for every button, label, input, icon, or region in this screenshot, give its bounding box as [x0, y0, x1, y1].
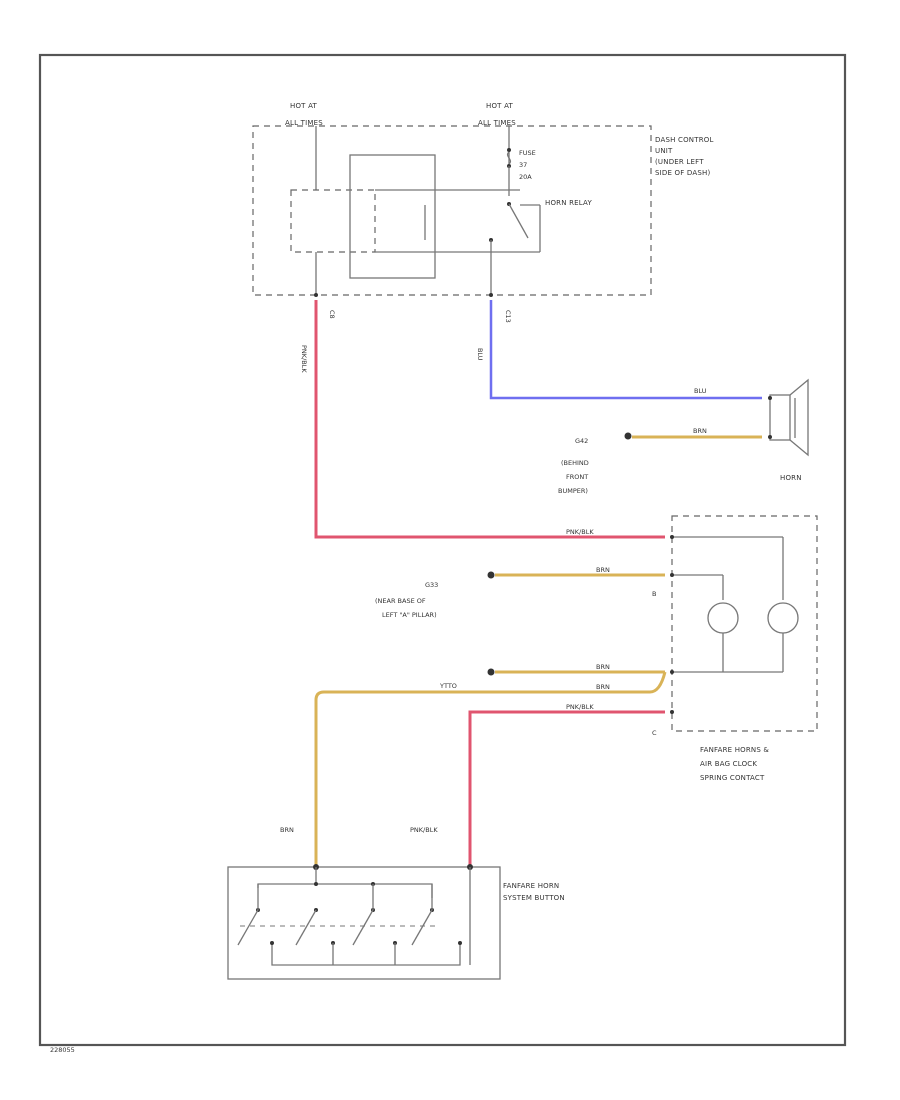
wire-brn-switch — [314, 671, 667, 866]
wire-label-pnk-blk-h2: PNK/BLK — [566, 703, 594, 711]
ground-g33-dot — [487, 571, 495, 579]
horn-relay-switch — [489, 202, 541, 252]
wire-label-brn-switch-h: BRN — [596, 683, 610, 691]
switch-contacts — [237, 882, 462, 965]
wire-label-brn-lower: BRN — [596, 663, 610, 671]
fanfare-horn-button: FANFARE HORN SYSTEM BUTTON — [227, 864, 565, 980]
dash-unit-label-line3: (UNDER LEFT — [655, 158, 704, 166]
fanfare-label-line2: AIR BAG CLOCK — [700, 760, 757, 768]
hot-label-2-line2: ALL TIMES — [478, 119, 516, 127]
wire-blu — [489, 300, 762, 400]
svg-text:(NEAR BASE OF: (NEAR BASE OF — [375, 597, 426, 605]
fuse-label-line3: 20A — [519, 173, 532, 181]
fanfare-label-line1: FANFARE HORNS & — [700, 746, 769, 754]
svg-text:FRONT: FRONT — [566, 473, 588, 481]
wire-label-brn-horn: BRN — [693, 427, 707, 435]
wire-label-pnk-blk-h1: PNK/BLK — [566, 528, 594, 536]
fanfare-horns-box: B C FANFARE HORNS & AIR BAG CLOCK SPRING… — [652, 515, 818, 782]
horn-label: HORN — [780, 474, 802, 482]
pin-c-label: C — [652, 729, 657, 737]
svg-text:G33: G33 — [425, 581, 438, 589]
diagram-frame — [38, 53, 847, 1047]
hot-label-1-line2: ALL TIMES — [285, 119, 323, 127]
dash-unit-label-line4: SIDE OF DASH) — [655, 169, 710, 177]
ground-g33-label: G33 (NEAR BASE OF LEFT "A" PILLAR) — [375, 581, 438, 619]
wire-label-brn-g33: BRN — [596, 566, 610, 574]
pin-c13-label: C13 — [504, 310, 512, 323]
fanfare-label-line3: SPRING CONTACT — [700, 774, 765, 782]
ground-lower-dot — [487, 668, 495, 676]
pin-c8-label: C8 — [328, 310, 336, 319]
dash-control-unit: HOT AT ALL TIMES HOT AT ALL TIMES FUSE 3… — [252, 102, 714, 323]
svg-text:G42: G42 — [575, 437, 588, 445]
svg-text:(BEHIND: (BEHIND — [561, 459, 589, 467]
horn-relay-label: HORN RELAY — [545, 199, 592, 207]
fuse-label-line1: FUSE — [519, 149, 536, 157]
dash-unit-label-line1: DASH CONTROL — [655, 136, 714, 144]
hot-label-2-line1: HOT AT — [486, 102, 514, 110]
svg-text:BUMPER): BUMPER) — [558, 487, 588, 495]
wire-label-pnk-blk-switch-v: PNK/BLK — [410, 826, 438, 834]
wire-label-blu-vertical: BLU — [476, 348, 484, 361]
ground-g42-label: G42 (BEHIND FRONT BUMPER) — [558, 437, 589, 495]
fuse-symbol — [506, 148, 512, 168]
horn-symbol: HORN — [768, 378, 809, 482]
wire-pnk-blk-switch — [468, 710, 665, 866]
wire-label-ytto: YTTO — [439, 682, 457, 690]
wire-label-brn-switch-v: BRN — [280, 826, 294, 834]
diagram-code: 228055 — [50, 1046, 75, 1054]
switch-label-line1: FANFARE HORN — [503, 882, 559, 890]
pin-b-label: B — [652, 590, 656, 598]
wire-label-blu-horizontal: BLU — [694, 387, 707, 395]
hot-label-1-line1: HOT AT — [290, 102, 318, 110]
fuse-label-line2: 37 — [519, 161, 527, 169]
dash-unit-label-line2: UNIT — [655, 147, 673, 155]
switch-label-line2: SYSTEM BUTTON — [503, 894, 565, 902]
wire-pnk-blk-main — [314, 300, 665, 539]
svg-text:LEFT "A" PILLAR): LEFT "A" PILLAR) — [382, 611, 437, 619]
wire-label-pnk-blk-vertical: PNK/BLK — [300, 345, 308, 373]
ground-g42-dot — [624, 432, 632, 440]
